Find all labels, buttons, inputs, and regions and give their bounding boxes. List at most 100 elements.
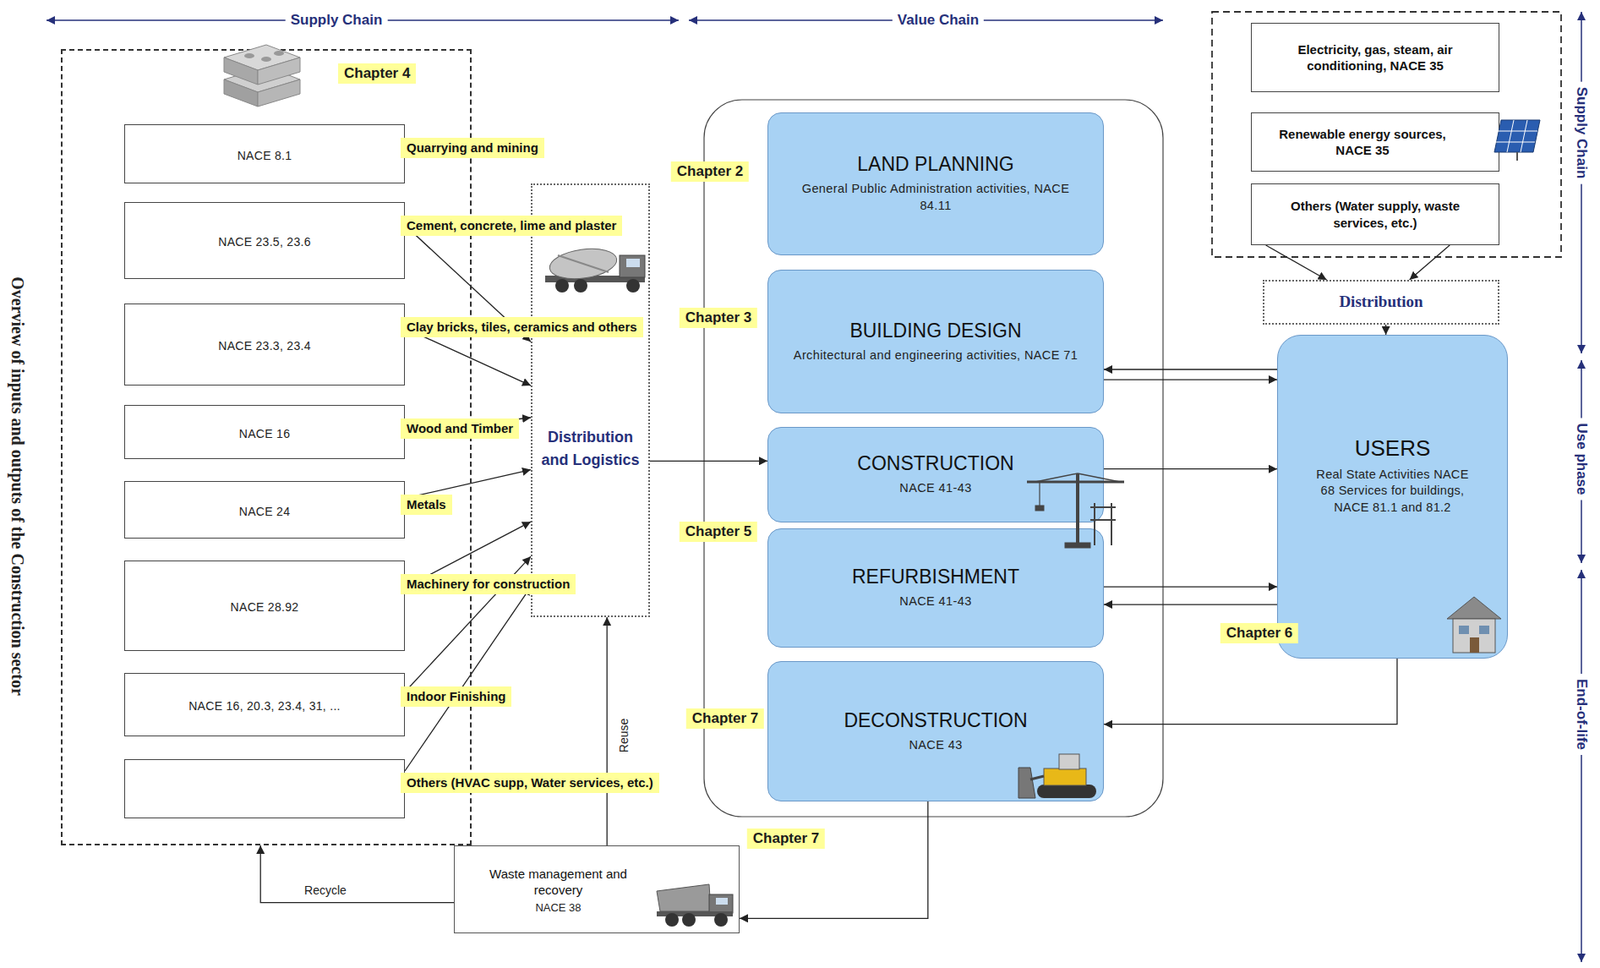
crane-icon-part [1093, 502, 1096, 546]
cement-truck-icon-part [626, 258, 640, 268]
node-title: Clay bricks, tiles, ceramics and others [400, 316, 644, 338]
bricks-icon-part-part [223, 66, 301, 93]
waste-box: Waste management and recoveryNACE 38 [453, 845, 740, 934]
cement-truck-icon-part [573, 278, 588, 293]
bulldozer-icon [1018, 753, 1097, 798]
solar-panel-icon-part [1507, 120, 1514, 153]
edge-label: Reuse [617, 715, 631, 755]
dump-truck-icon [656, 884, 733, 927]
node-subtitle: NACE 16 [239, 426, 290, 441]
distribution-box: Distribution [1262, 279, 1500, 325]
phase-arrows-part [1580, 569, 1583, 962]
node-title: CONSTRUCTION [857, 452, 1014, 476]
bulldozer-icon-part [1018, 767, 1036, 798]
house-icon [1447, 596, 1502, 653]
stage-box: BUILDING DESIGNArchitectural and enginee… [767, 269, 1104, 414]
dump-truck-icon-part [715, 897, 728, 905]
chapter-tag: Chapter 3 [679, 307, 758, 328]
utility-group-outline [1212, 11, 1562, 257]
phase-arrows [46, 11, 1582, 962]
node-title: Waste management and recovery [466, 865, 650, 899]
utility-box: Electricity, gas, steam, air conditionin… [1250, 22, 1500, 93]
bricks-icon-part [223, 57, 258, 85]
node-subtitle: NACE 16, 20.3, 23.4, 31, ... [188, 698, 341, 713]
bricks-icon-part [223, 66, 301, 107]
cement-truck-icon-part [547, 245, 619, 284]
bulldozer-icon-part [1030, 775, 1044, 780]
node-title: Wood and Timber [400, 418, 519, 439]
node-subtitle: NACE 23.5, 23.6 [218, 234, 312, 249]
stage-box: REFURBISHMENTNACE 41-43 [767, 528, 1104, 648]
chapter-tag: Chapter 7 [686, 708, 765, 729]
cement-truck-icon [545, 245, 645, 293]
node-subtitle: NACE 38 [535, 901, 581, 914]
node-subtitle: NACE 43 [908, 737, 962, 754]
dump-truck-icon-part [709, 894, 733, 913]
chapter-tag: Chapter 5 [679, 521, 758, 542]
input-box: Clay bricks, tiles, ceramics and othersN… [124, 303, 405, 386]
chapter-tag: Chapter 7 [747, 828, 825, 849]
node-title: Renewable energy sources, NACE 35 [1263, 125, 1462, 159]
input-box: Indoor FinishingNACE 16, 20.3, 23.4, 31,… [124, 672, 405, 737]
bricks-icon-part [244, 53, 255, 59]
cement-truck-icon-part [626, 278, 640, 293]
dump-truck-icon-part [714, 912, 728, 927]
input-box: MetalsNACE 24 [124, 480, 405, 539]
bulldozer-icon-part [1043, 768, 1087, 786]
node-title: Metals [400, 494, 453, 515]
utility-box: Others (Water supply, waste services, et… [1250, 183, 1500, 246]
solar-panel-icon-part [1496, 141, 1535, 143]
house-icon-part [1469, 637, 1480, 653]
crane-icon-part [1035, 473, 1078, 482]
crane-icon-part [1026, 480, 1125, 484]
node-title: Machinery for construction [400, 573, 576, 595]
flow-arrow [1103, 468, 1278, 470]
utility-box: Renewable energy sources, NACE 35 [1250, 112, 1500, 172]
node-title: Chapter 4 [338, 63, 416, 84]
dump-truck-icon-part [665, 912, 679, 927]
crane-icon-part [1090, 506, 1116, 508]
flow-arrow [1266, 245, 1327, 280]
cement-truck-icon-part [555, 278, 569, 293]
stage-box: LAND PLANNINGGeneral Public Administrati… [767, 112, 1104, 256]
crane-icon-part [1077, 473, 1120, 482]
stage-box: CONSTRUCTIONNACE 41-43 [767, 426, 1104, 523]
input-box: Quarrying and miningNACE 8.1 [124, 124, 405, 184]
flow-arrow [649, 460, 768, 462]
node-subtitle: NACE 24 [239, 504, 290, 519]
flow-arrow [1103, 368, 1278, 370]
node-subtitle: Real State Activities NACE 68 Services f… [1311, 466, 1474, 517]
crane-icon [1026, 473, 1125, 548]
node-title: Distribution and Logistics [540, 425, 640, 472]
users-box: USERS Real State Activities NACE 68 Servi… [1277, 334, 1508, 659]
phase-label: End-of-life [1572, 673, 1590, 755]
bricks-icon-part-part [223, 79, 258, 107]
phase-label: Supply Chain [1572, 81, 1590, 185]
bricks-icon-part [261, 56, 272, 62]
node-title: Distribution [1338, 289, 1423, 315]
cement-truck-icon-part [557, 255, 609, 273]
stage-box: DECONSTRUCTIONNACE 43 [767, 660, 1104, 802]
flow-arrow [1385, 324, 1387, 335]
node-subtitle: NACE 28.92 [230, 600, 300, 614]
flow-arrow [260, 845, 454, 903]
bricks-icon-part [257, 57, 301, 85]
flow-arrow [1103, 603, 1278, 605]
node-title: USERS [1354, 435, 1431, 462]
solar-panel-icon-part [1494, 120, 1540, 153]
bricks-icon [223, 44, 301, 107]
phase-label: Value Chain [892, 11, 984, 29]
cement-truck-icon-part [619, 255, 645, 278]
input-box: Machinery for constructionNACE 28.92 [124, 560, 405, 651]
flow-arrow [1409, 245, 1451, 280]
flow-arrow [606, 617, 608, 846]
node-title: Cement, concrete, lime and plaster [400, 215, 623, 236]
node-subtitle: General Public Administration activities… [785, 180, 1087, 214]
node-subtitle: NACE 23.3, 23.4 [218, 338, 312, 353]
house-icon-part [1458, 625, 1469, 634]
crane-icon-part [1038, 481, 1040, 506]
dump-truck-icon-part [682, 912, 696, 927]
flow-arrow [404, 586, 531, 771]
node-title: Others (Water supply, waste services, et… [1263, 197, 1487, 231]
